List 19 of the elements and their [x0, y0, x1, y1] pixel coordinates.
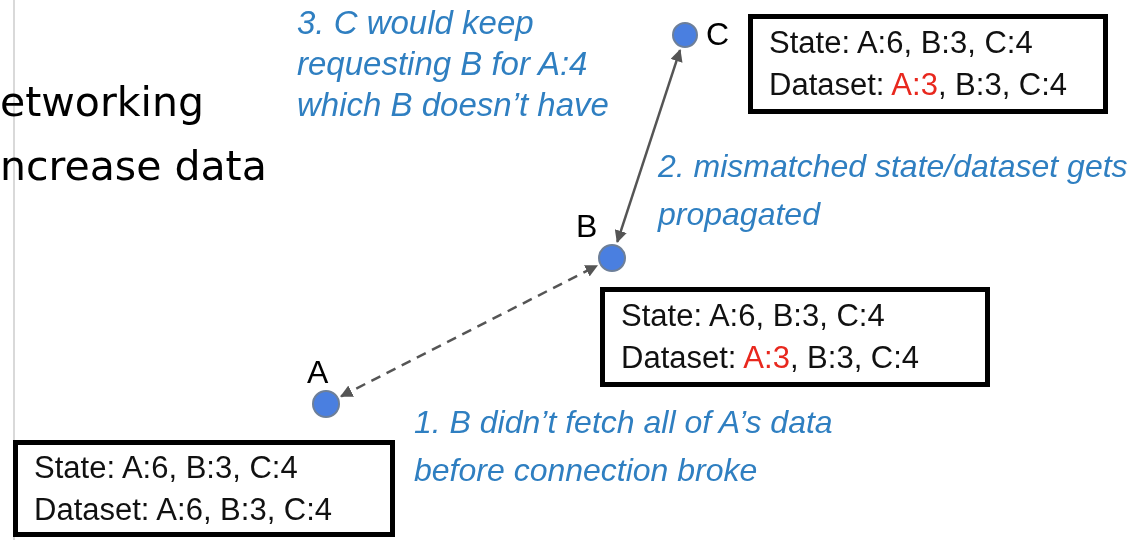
state-box [600, 287, 990, 387]
node-label: B [576, 207, 598, 246]
annotation-text: 3. C would keep requesting B for A:4 which B doesn’t have [297, 3, 610, 125]
state-text: State: A:6, B:3, C:4 [621, 297, 886, 335]
state-text: Dataset: A:3, B:3, C:4 [769, 66, 1069, 104]
state-box [13, 440, 395, 537]
node-label: C [706, 15, 730, 54]
arrow [614, 49, 683, 244]
state-text: State: A:6, B:3, C:4 [769, 24, 1034, 62]
slide-text: ncrease data [0, 141, 267, 192]
slide-text: etworking [0, 77, 204, 128]
state-text: State: A:6, B:3, C:4 [34, 448, 299, 487]
state-text: Dataset: A:6, B:3, C:4 [34, 490, 334, 529]
annotation-text: 2. mismatched state/dataset gets propagated [658, 147, 1128, 234]
state-text: Dataset: A:3, B:3, C:4 [621, 339, 921, 377]
state-box [748, 14, 1108, 114]
node-label: A [307, 353, 329, 392]
dashed-arrow [340, 264, 598, 398]
annotation-text: 1. B didn’t fetch all of A’s data before connection broke [414, 403, 834, 490]
